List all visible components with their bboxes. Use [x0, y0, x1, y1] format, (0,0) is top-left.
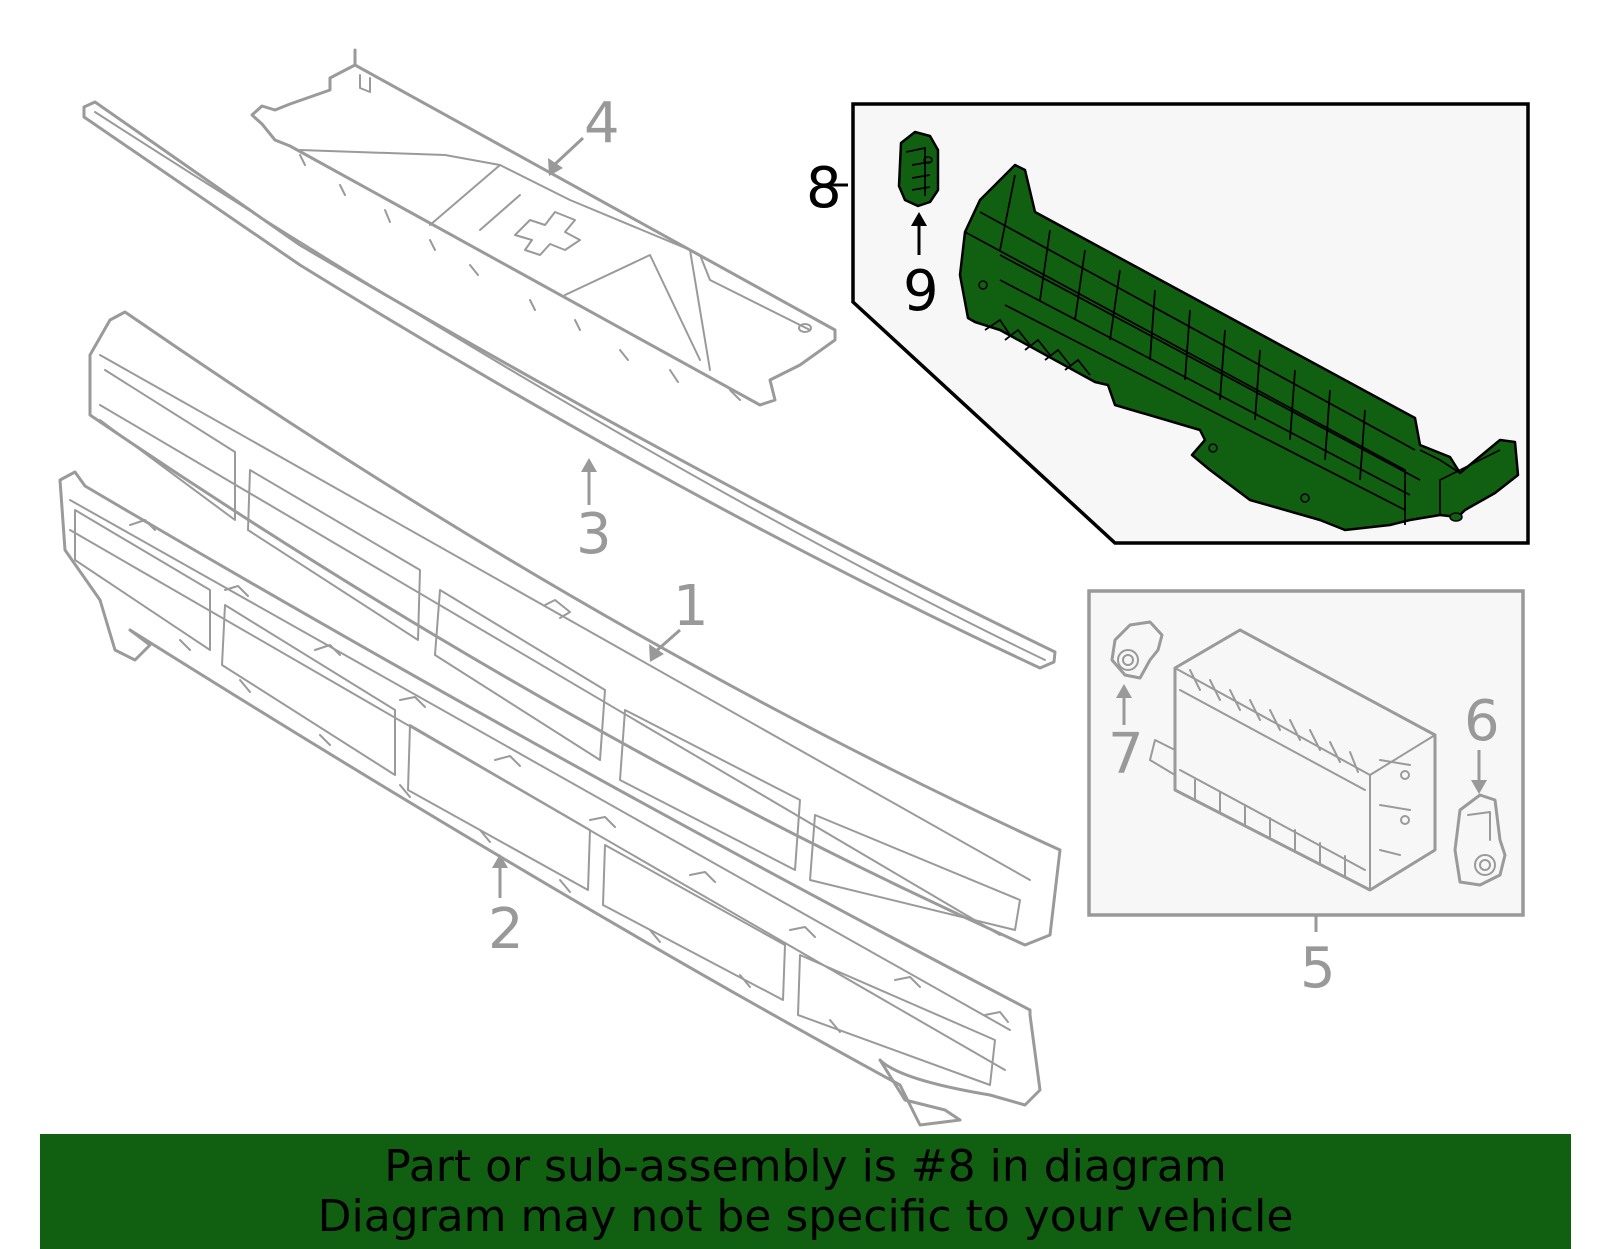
- banner-line-part: Part or sub-assembly is #8 in diagram: [384, 1141, 1227, 1192]
- callout-7: 7: [1108, 722, 1144, 787]
- callout-8: 8: [806, 156, 842, 221]
- info-banner: Part or sub-assembly is #8 in diagram Di…: [40, 1134, 1571, 1249]
- part-1-grille-frame: [88, 310, 1062, 947]
- part-4-upper-panel: [250, 48, 837, 407]
- callout-2: 2: [488, 897, 524, 962]
- part-5-radar-module: [1149, 628, 1437, 892]
- callout-9: 9: [903, 259, 939, 324]
- part-2-lower-grille: [58, 470, 1042, 1127]
- part-9-clip: [897, 130, 940, 208]
- callout-5: 5: [1300, 936, 1336, 1001]
- leader-lines: [492, 136, 681, 898]
- inset-sensor-bracket: [830, 102, 1530, 545]
- part-3-upper-strip: [82, 100, 1057, 670]
- part-7-sensor: [1110, 620, 1164, 725]
- part-8-radar-bracket: [958, 163, 1520, 532]
- callout-6: 6: [1464, 689, 1500, 754]
- banner-line-disclaimer: Diagram may not be specific to your vehi…: [317, 1191, 1294, 1242]
- callout-3: 3: [576, 502, 612, 567]
- callout-labels: 1 2 3 4 5 6 7 8 9: [488, 91, 1500, 1001]
- callout-1: 1: [673, 574, 709, 639]
- part-6-sensor: [1453, 750, 1507, 887]
- callout-4: 4: [584, 91, 620, 156]
- inset-radar-module: [1087, 589, 1525, 932]
